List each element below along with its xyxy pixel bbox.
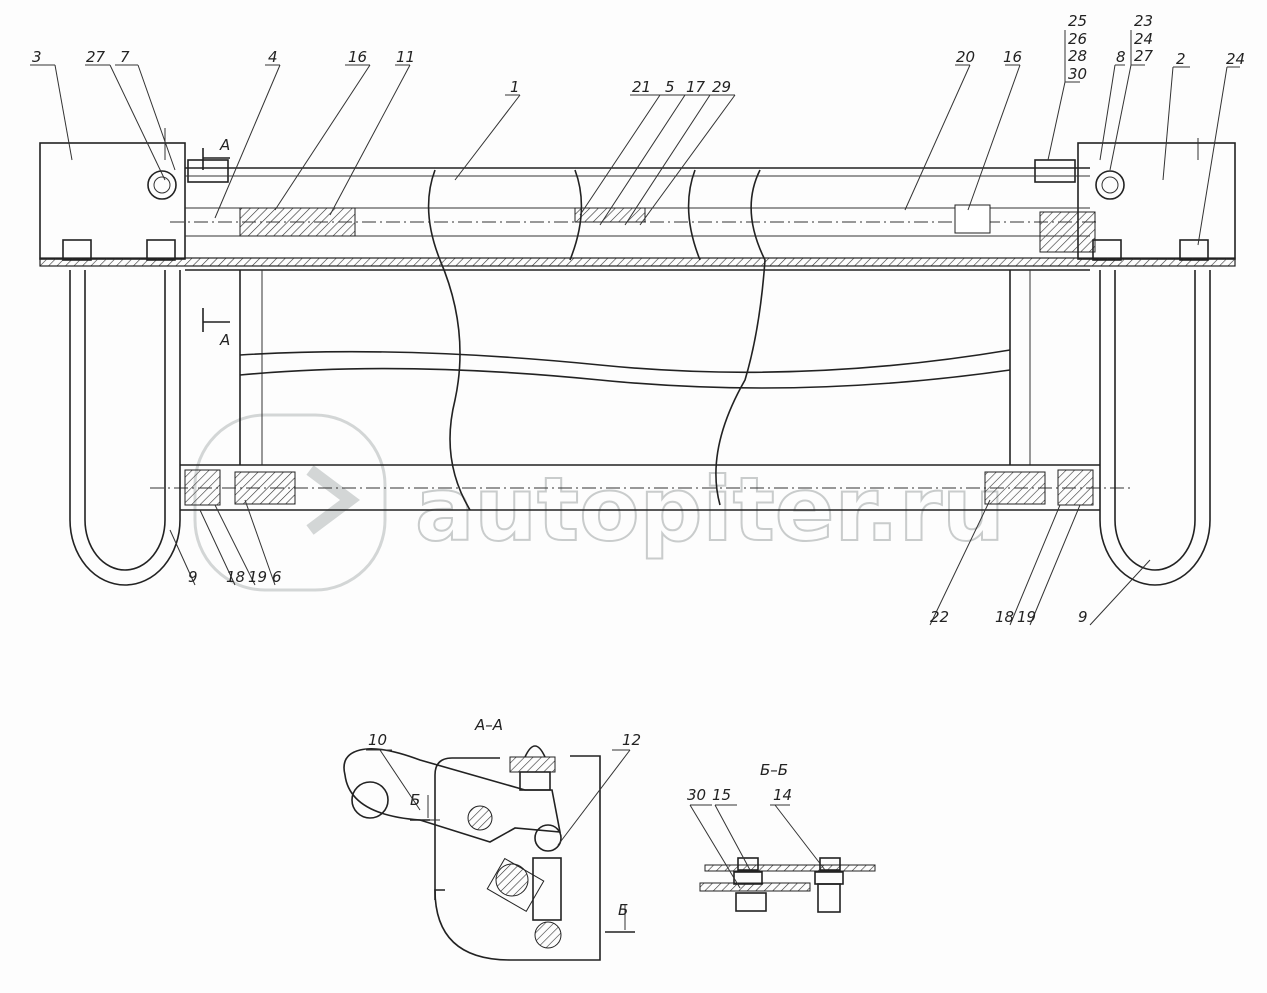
svg-text:19: 19 xyxy=(1017,608,1036,626)
svg-text:28: 28 xyxy=(1068,47,1087,65)
svg-text:7: 7 xyxy=(120,48,130,66)
svg-text:2: 2 xyxy=(1176,50,1186,68)
svg-text:1: 1 xyxy=(510,78,520,96)
section-aa: А–А Б Б 10 12 xyxy=(343,716,641,961)
svg-text:27: 27 xyxy=(1134,47,1154,65)
frame xyxy=(239,270,1031,465)
lower-shaft xyxy=(150,464,1130,511)
svg-text:3: 3 xyxy=(32,48,42,66)
svg-text:26: 26 xyxy=(1068,30,1087,48)
svg-text:19: 19 xyxy=(248,568,267,586)
svg-text:21: 21 xyxy=(632,78,651,96)
svg-text:25: 25 xyxy=(1068,12,1087,30)
base-plate xyxy=(39,257,1236,267)
svg-text:24: 24 xyxy=(1226,50,1245,68)
svg-text:А: А xyxy=(219,331,230,349)
section-mark-a: А А xyxy=(202,136,230,349)
watermark-logo: autopiter.ru xyxy=(193,413,1006,592)
u-bolt-left xyxy=(62,239,181,586)
svg-text:22: 22 xyxy=(930,608,949,626)
svg-text:5: 5 xyxy=(665,78,675,96)
svg-text:9: 9 xyxy=(188,568,198,586)
svg-text:8: 8 xyxy=(1116,48,1126,66)
svg-text:30: 30 xyxy=(687,786,706,804)
svg-text:16: 16 xyxy=(348,48,367,66)
svg-text:10: 10 xyxy=(368,731,387,749)
svg-text:23: 23 xyxy=(1134,12,1153,30)
svg-text:14: 14 xyxy=(773,786,792,804)
svg-text:12: 12 xyxy=(622,731,641,749)
callouts xyxy=(30,30,1240,626)
svg-text:4: 4 xyxy=(268,48,278,66)
svg-text:15: 15 xyxy=(712,786,731,804)
svg-text:Б–Б: Б–Б xyxy=(760,761,788,779)
svg-text:30: 30 xyxy=(1068,65,1087,83)
svg-text:Б: Б xyxy=(618,901,628,919)
section-bb: Б–Б 30 15 14 xyxy=(687,761,876,913)
svg-text:24: 24 xyxy=(1134,30,1153,48)
svg-text:16: 16 xyxy=(1003,48,1022,66)
svg-text:Б: Б xyxy=(410,791,420,809)
break-line-1 xyxy=(427,169,471,511)
svg-text:А: А xyxy=(219,136,230,154)
svg-text:6: 6 xyxy=(272,568,282,586)
u-bolt-right xyxy=(1092,239,1211,586)
svg-text:29: 29 xyxy=(712,78,731,96)
svg-text:9: 9 xyxy=(1078,608,1088,626)
svg-text:27: 27 xyxy=(86,48,106,66)
svg-text:11: 11 xyxy=(396,48,415,66)
callout-labels: 3 27 7 4 16 11 1 21 5 17 29 20 16 25 26 … xyxy=(32,12,1245,626)
svg-text:17: 17 xyxy=(686,78,706,96)
svg-text:18: 18 xyxy=(226,568,245,586)
upper-shaft xyxy=(170,167,1100,271)
break-line-3 xyxy=(687,169,701,261)
svg-text:20: 20 xyxy=(956,48,975,66)
break-line-4 xyxy=(715,169,766,506)
svg-text:18: 18 xyxy=(995,608,1014,626)
svg-text:А–А: А–А xyxy=(474,716,503,734)
